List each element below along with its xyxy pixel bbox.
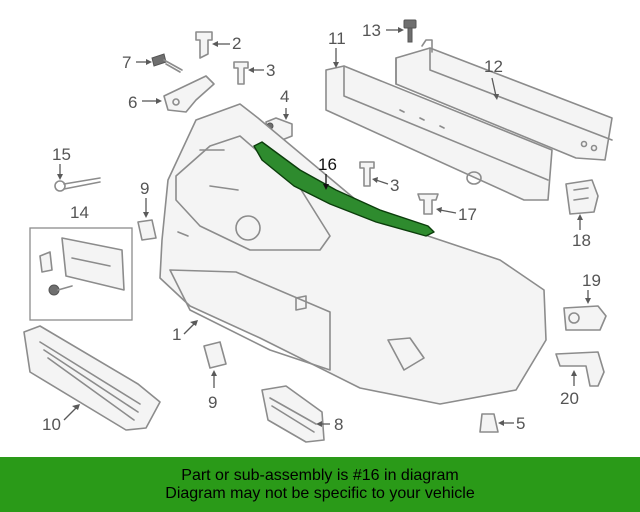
leader-4-arrow	[283, 114, 289, 120]
callout-14: 14	[70, 203, 89, 222]
leader-10	[63, 407, 77, 421]
callout-1: 1	[172, 325, 181, 344]
callout-7: 7	[122, 53, 131, 72]
callout-16: 16	[318, 155, 337, 174]
leader-12-arrow	[493, 94, 499, 100]
leader-12	[491, 77, 497, 97]
part-20-bracket[interactable]	[555, 351, 605, 387]
callout-3-lower: 3	[390, 176, 399, 195]
leader-3-lower	[375, 179, 389, 185]
leader-8-arrow	[316, 421, 322, 427]
part-10-lower-grille[interactable]	[23, 325, 161, 431]
callout-17: 17	[458, 205, 477, 224]
leader-7-arrow	[146, 59, 152, 65]
callout-15: 15	[52, 145, 71, 164]
leader-15-arrow	[57, 174, 63, 180]
leader-2-arrow	[212, 41, 218, 47]
part-8-fog-grille[interactable]	[261, 385, 325, 443]
leader-9-upper-arrow	[143, 212, 149, 218]
part-5-clip[interactable]	[479, 413, 499, 433]
part-3-clip-upper[interactable]	[233, 61, 249, 85]
callout-13: 13	[362, 21, 381, 40]
leader-17-arrow	[436, 207, 442, 213]
part-12-reinforcement[interactable]	[395, 39, 613, 161]
banner-line-1: Part or sub-assembly is #16 in diagram	[181, 466, 459, 484]
leader-18-arrow	[577, 214, 583, 220]
leader-3-upper-arrow	[248, 67, 254, 73]
callout-2: 2	[232, 34, 241, 53]
part-2-clip[interactable]	[195, 31, 213, 59]
callout-20: 20	[560, 389, 579, 408]
callout-12: 12	[484, 57, 503, 76]
part-9-cover-upper[interactable]	[137, 219, 157, 241]
leader-6-arrow	[156, 98, 162, 104]
part-3-clip-lower[interactable]	[359, 161, 375, 187]
part-16-molding-highlighted[interactable]	[253, 141, 435, 237]
part-17-push-clip[interactable]	[417, 193, 439, 215]
part-1-bumper-cover[interactable]	[159, 103, 547, 405]
leader-1	[183, 323, 195, 335]
leader-13-arrow	[398, 27, 404, 33]
callout-18: 18	[572, 231, 591, 250]
part-11-absorber[interactable]	[325, 65, 553, 201]
leader-10-arrow	[72, 404, 80, 410]
leader-19-arrow	[585, 298, 591, 304]
part-14-license-bracket[interactable]	[29, 227, 133, 321]
banner-line-2: Diagram may not be specific to your vehi…	[165, 484, 475, 502]
part-7-screw[interactable]	[151, 53, 183, 73]
leader-5-arrow	[498, 420, 504, 426]
leader-17	[439, 209, 457, 214]
part-13-bolt[interactable]	[403, 19, 417, 43]
leader-3-lower-arrow	[372, 177, 378, 183]
part-18-bracket[interactable]	[565, 179, 599, 215]
leader-11-arrow	[333, 62, 339, 68]
callout-4: 4	[280, 87, 289, 106]
part-6-retainer[interactable]	[163, 75, 215, 113]
leader-9-lower-arrow	[211, 370, 217, 376]
callout-6: 6	[128, 93, 137, 112]
parts-diagram: 12 11 13 2 3 7 6	[23, 19, 613, 443]
callout-3-upper: 3	[266, 61, 275, 80]
callout-9-lower: 9	[208, 393, 217, 412]
part-15-bolt[interactable]	[54, 177, 101, 192]
part-19-sensor[interactable]	[563, 305, 607, 331]
leader-1-arrow	[190, 320, 198, 326]
info-banner: Part or sub-assembly is #16 in diagram D…	[0, 457, 640, 512]
leader-16-arrow	[323, 184, 329, 190]
callout-5: 5	[516, 414, 525, 433]
callout-8: 8	[334, 415, 343, 434]
callout-10: 10	[42, 415, 61, 434]
callout-9-upper: 9	[140, 179, 149, 198]
callout-19: 19	[582, 271, 601, 290]
part-9-cover-lower[interactable]	[203, 341, 227, 369]
leader-20-arrow	[571, 370, 577, 376]
callout-11: 11	[328, 29, 346, 48]
